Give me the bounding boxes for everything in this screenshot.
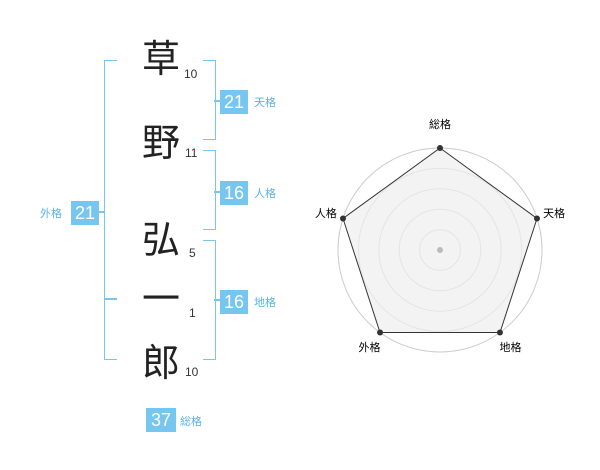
stroke-count-3: 5: [189, 246, 196, 260]
radar-point-外格: [377, 329, 384, 336]
radar-label-2: 地格: [500, 340, 522, 354]
name-char-2: 野: [142, 121, 181, 165]
tenkaku-value: 21: [220, 90, 248, 114]
chikaku-value: 16: [220, 290, 248, 314]
stroke-count-2: 11: [185, 146, 198, 160]
stroke-count-4: 1: [189, 306, 196, 320]
soukaku-value: 37: [146, 408, 176, 432]
chikaku-label: 地格: [254, 296, 276, 309]
jinkaku-bracket: [203, 150, 216, 230]
gaikaku-label: 外格: [40, 207, 62, 220]
radar-point-地格: [496, 329, 503, 336]
radar-polygon: [342, 147, 538, 333]
gaikaku-bracket-mid: [104, 298, 117, 300]
soukaku-label: 総格: [180, 415, 202, 428]
gaikaku-value: 21: [71, 201, 99, 225]
radar-label-0: 総格: [429, 117, 451, 131]
radar-label-1: 天格: [543, 206, 565, 220]
radar-center: [437, 247, 443, 253]
stroke-count-5: 10: [185, 365, 199, 379]
radar-point-天格: [534, 215, 541, 222]
tenkaku-label: 天格: [254, 96, 276, 109]
jinkaku-label: 人格: [254, 187, 276, 200]
radar-point-人格: [339, 215, 346, 222]
gaikaku-bracket-tick: [98, 211, 105, 213]
chikaku-bracket-tick: [214, 299, 220, 301]
radar-label-4: 人格: [315, 206, 337, 220]
jinkaku-value: 16: [220, 181, 248, 205]
name-char-1: 草: [142, 37, 181, 81]
jinkaku-bracket-tick: [214, 191, 220, 193]
name-char-3: 弘: [142, 218, 181, 262]
radar-label-3: 外格: [359, 340, 381, 354]
name-char-5: 郎: [142, 341, 181, 385]
gaikaku-bracket: [104, 60, 117, 360]
stroke-count-1: 10: [184, 67, 198, 81]
radar-point-総格: [437, 145, 443, 151]
tenkaku-bracket-tick: [214, 100, 220, 102]
name-char-4: 一: [142, 277, 181, 321]
